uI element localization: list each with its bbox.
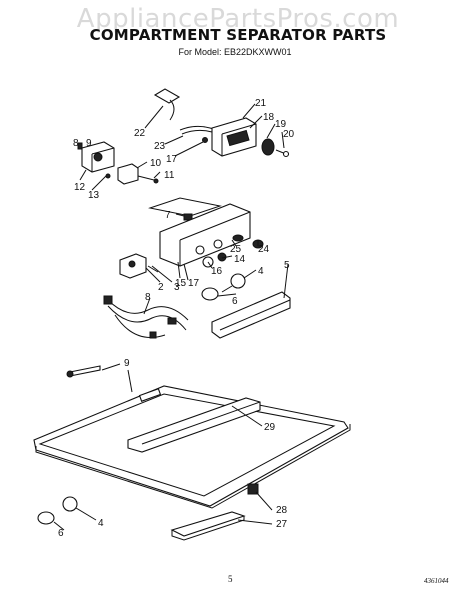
callout-9a: 9 — [86, 138, 92, 149]
callout-24: 24 — [258, 244, 270, 255]
callout-17a: 17 — [166, 154, 178, 165]
part-7-clip — [183, 213, 193, 221]
callout-8b: 8 — [145, 292, 151, 303]
callout-10: 10 — [150, 158, 162, 169]
part-4-lamp-bulb — [221, 273, 246, 293]
callout-21: 21 — [255, 98, 267, 109]
callout-5: 5 — [284, 260, 290, 271]
callout-16: 16 — [211, 266, 223, 277]
part-8-wiring-harness — [103, 295, 189, 339]
part-15-trough — [159, 203, 251, 267]
part-22-connector — [153, 88, 181, 121]
callout-20: 20 — [283, 129, 295, 140]
callout-8a: 8 — [73, 138, 79, 149]
part-29-divider-bar — [127, 397, 261, 453]
callout-13: 13 — [88, 190, 100, 201]
part-6-lamp-shield — [201, 287, 219, 301]
part-21-control-housing — [211, 117, 257, 157]
callout-11: 11 — [164, 170, 175, 181]
callout-23: 23 — [154, 141, 166, 152]
callout-28: 28 — [276, 505, 288, 516]
callout-22: 22 — [134, 128, 146, 139]
part-2-bracket — [119, 253, 159, 279]
part-12-relay-box — [77, 141, 115, 173]
callout-27: 27 — [276, 519, 288, 530]
part-28-block — [247, 483, 259, 495]
callout-18: 18 — [263, 112, 275, 123]
part-27-plate — [170, 511, 246, 541]
callout-14: 14 — [234, 254, 246, 265]
callout-6b: 6 — [58, 528, 64, 539]
callout-3: 3 — [174, 282, 180, 293]
callout-17b: 17 — [188, 278, 200, 289]
callout-25: 25 — [230, 244, 242, 255]
callout-9b: 9 — [124, 358, 130, 369]
callout-7: 7 — [165, 210, 171, 221]
part-5-trim — [211, 291, 291, 339]
callout-29: 29 — [264, 422, 276, 433]
callout-6a: 6 — [232, 296, 238, 307]
document-code: 4361044 — [424, 577, 449, 585]
callout-numbers: 22 23 17 21 18 19 20 8 9 10 11 12 13 7 2… — [58, 98, 295, 539]
callout-4b: 4 — [98, 518, 104, 529]
part-9-screw — [66, 365, 101, 378]
part-6-lamp-shield-lower — [37, 511, 55, 525]
model-subtitle: For Model: EB22DKXWW01 — [178, 47, 292, 57]
compartment-separator-panel — [33, 385, 351, 509]
part-19-knob — [261, 138, 290, 158]
watermark: AppliancePartsPros.com — [76, 4, 400, 34]
callout-19: 19 — [275, 119, 287, 130]
callout-leaders — [53, 103, 289, 531]
callout-15: 15 — [175, 278, 187, 289]
part-10-thermostat — [105, 163, 159, 185]
callout-2: 2 — [158, 282, 164, 293]
callout-4a: 4 — [258, 266, 264, 277]
part-7-plate-outline — [148, 197, 222, 217]
callout-12: 12 — [74, 182, 86, 193]
page-title: COMPARTMENT SEPARATOR PARTS — [89, 26, 387, 44]
part-4-lamp-bulb-lower — [62, 496, 78, 512]
page-number: 5 — [228, 574, 233, 584]
